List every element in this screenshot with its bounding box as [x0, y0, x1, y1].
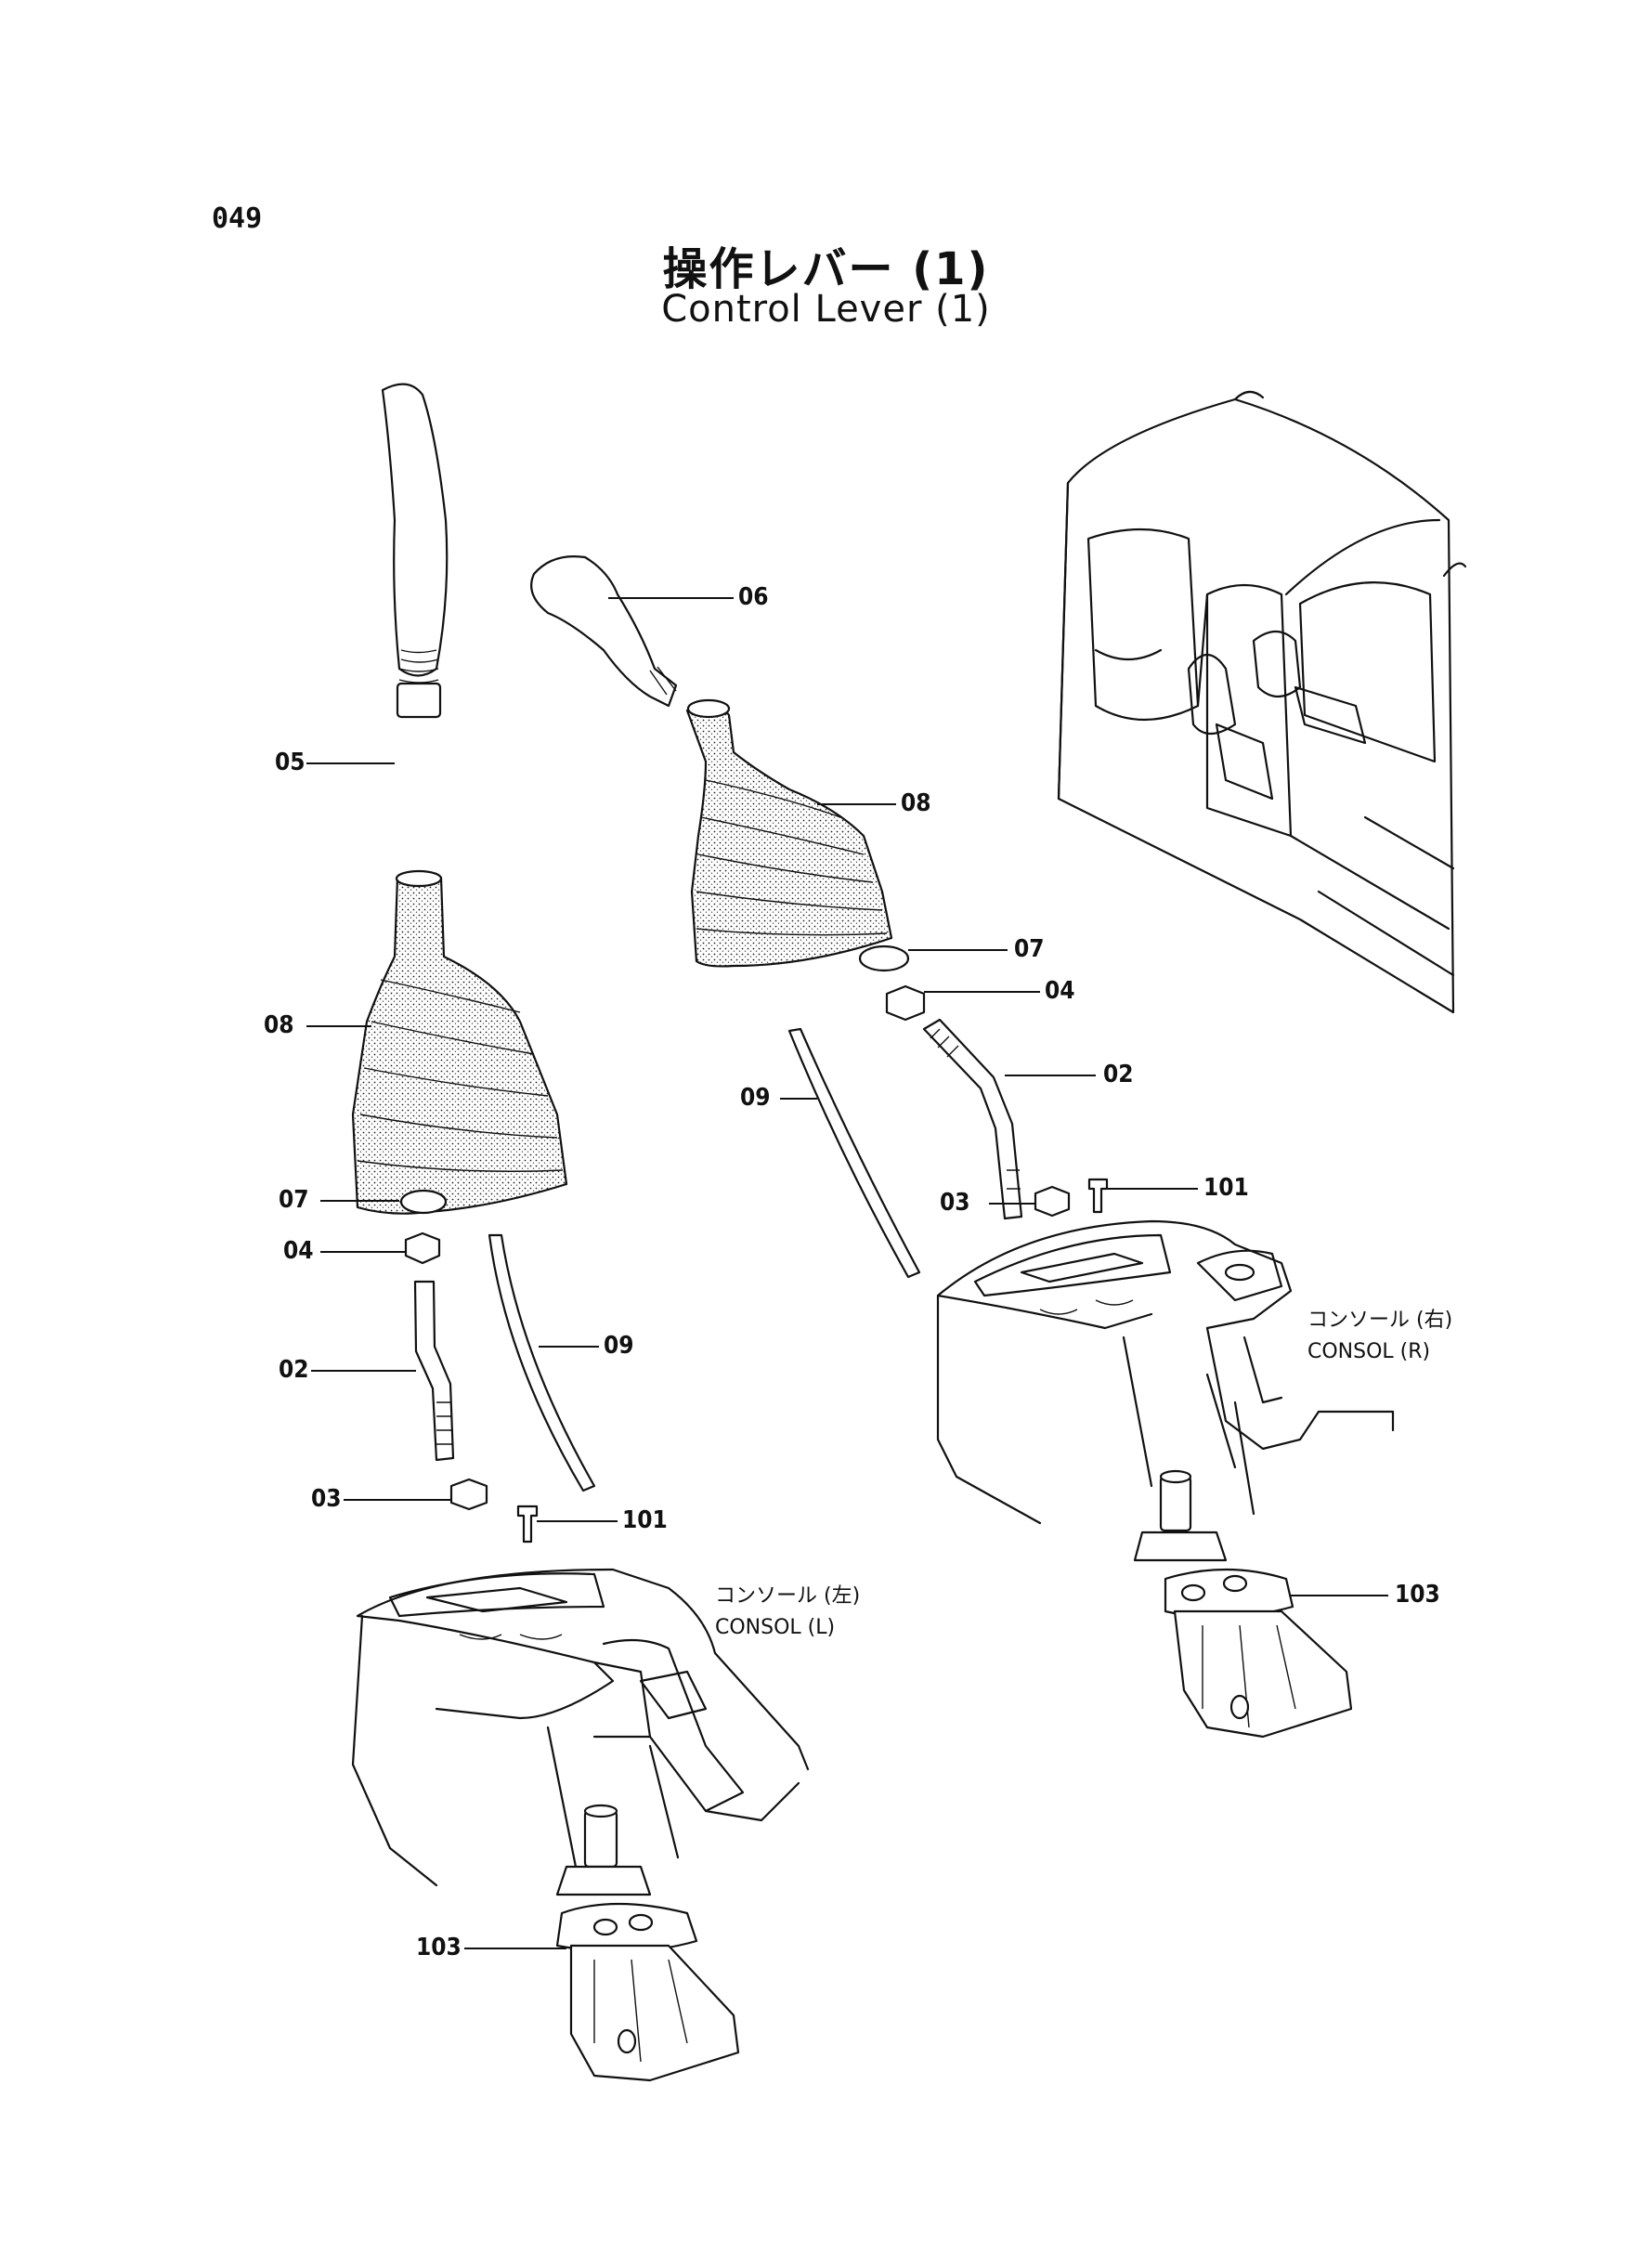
grip-05-left [381, 383, 449, 677]
hose-09-right [787, 1027, 921, 1279]
right-lever-assembly [530, 555, 1395, 1739]
clip-07-right [858, 945, 910, 972]
console-right-label: コンソール (右) CONSOL (R) [1307, 1305, 1452, 1368]
lever-02-left [413, 1280, 455, 1462]
callout-07-left: 07 [279, 1186, 309, 1214]
callout-103-left: 103 [416, 1934, 462, 1961]
callout-101-left: 101 [622, 1506, 668, 1534]
console-right-jp: コンソール (右) [1307, 1309, 1453, 1332]
console-left-label: コンソール (左) CONSOL (L) [715, 1581, 860, 1644]
lever-02-right [922, 1018, 1023, 1220]
cab-illustration [1057, 390, 1467, 1014]
callout-02-left: 02 [279, 1356, 309, 1384]
callout-09-left: 09 [604, 1332, 634, 1360]
callout-101-right: 101 [1203, 1174, 1249, 1202]
hose-09-left [488, 1233, 596, 1492]
callout-103-right: 103 [1395, 1581, 1440, 1609]
callout-03-left: 03 [311, 1485, 342, 1513]
callout-04-left: 04 [283, 1237, 314, 1265]
grip-06-right [530, 555, 678, 708]
callout-08-left: 08 [264, 1011, 294, 1039]
nut-04-left [404, 1231, 441, 1265]
page-number: 049 [212, 202, 263, 235]
callout-06-right: 06 [738, 583, 769, 611]
bolt-101-left [516, 1505, 539, 1544]
nut-04-right [885, 984, 926, 1022]
console-right-outline [936, 1219, 1293, 1525]
callout-03-right: 03 [940, 1189, 970, 1217]
title-japanese: 操作レバー (1) [662, 243, 990, 295]
pilot-valve-103-left [555, 1804, 740, 2082]
callout-07-right: 07 [1014, 935, 1045, 963]
pilot-valve-103-right [1133, 1469, 1353, 1739]
title-english: Control Lever (1) [661, 288, 991, 331]
leader-lines [306, 597, 1388, 1949]
boot-08-left [351, 876, 568, 1215]
callout-08-right: 08 [901, 789, 931, 817]
boot-08-right [685, 703, 893, 968]
console-right-en: CONSOL (R) [1307, 1340, 1431, 1363]
nut-03-left [449, 1478, 488, 1511]
left-lever-assembly [351, 383, 810, 2082]
nut-03-right [1034, 1185, 1071, 1218]
console-left-jp: コンソール (左) [715, 1584, 861, 1608]
clip-07-left [399, 1189, 448, 1215]
callout-04-right: 04 [1045, 977, 1075, 1005]
console-left-en: CONSOL (L) [715, 1616, 836, 1639]
bolt-101-right [1087, 1178, 1109, 1214]
callout-02-right: 02 [1103, 1061, 1134, 1088]
console-left-outline [351, 1568, 810, 1887]
callout-05-left: 05 [275, 749, 306, 776]
callout-09-right: 09 [740, 1084, 771, 1112]
